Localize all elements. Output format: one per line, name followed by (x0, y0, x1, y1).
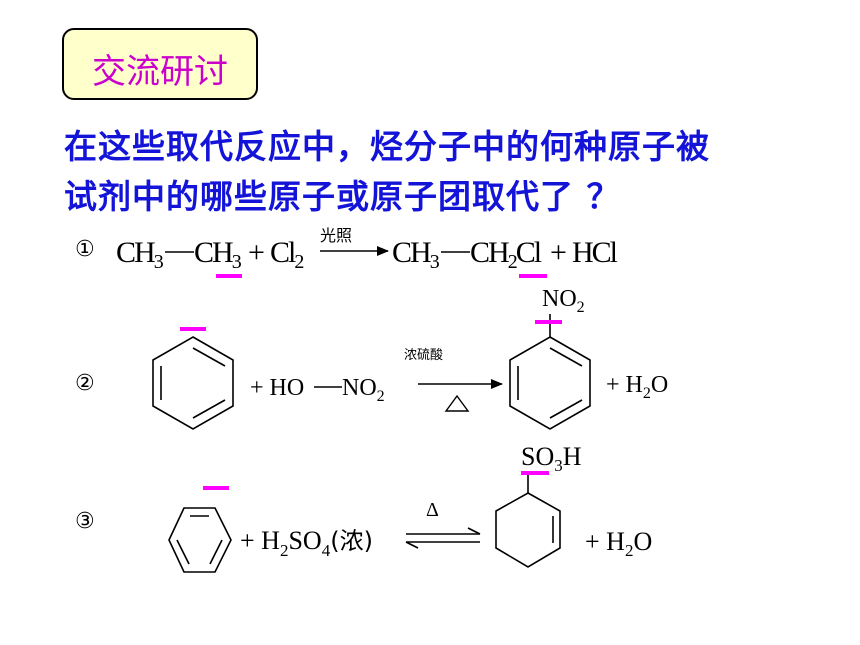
plus-sign: + (550, 236, 567, 269)
water-product: + H2O (585, 527, 652, 560)
ethane-ch3-left: CH3 (116, 236, 164, 273)
heat-triangle-icon (444, 394, 470, 412)
reaction-2: ② + HO NO2 浓硫酸 NO2 + H2O (75, 286, 668, 430)
reaction-3-number: ③ (75, 509, 95, 534)
benzene-ring (168, 507, 232, 573)
sulfonic-group: SO3H (521, 442, 582, 475)
topic-tag-label: 交流研讨 (92, 52, 228, 92)
water-product: + H2O (606, 372, 668, 402)
benzene-ring (152, 336, 234, 430)
question-line-1: 在这些取代反应中，烃分子中的何种原子被 (64, 127, 710, 166)
product-ch3: CH3 (392, 236, 440, 273)
chlorine-reagent: Cl2 (270, 236, 303, 273)
nitric-acid-ho: + HO (250, 375, 304, 401)
plus-sign: + (248, 236, 265, 269)
nitric-acid-no2: NO2 (342, 375, 385, 405)
reaction-1: ① CH3 CH3 + Cl2 光照 CH3 CH2Cl + HCl (75, 226, 620, 278)
benzenesulfonic-acid-ring (495, 473, 561, 568)
reaction-1-number: ① (75, 237, 95, 262)
condition-heat: Δ (426, 499, 439, 521)
topic-tag: 交流研讨 (62, 28, 258, 100)
reaction-2-number: ② (75, 371, 95, 396)
reversible-arrow (405, 527, 481, 549)
product-ch2cl: CH2Cl (470, 236, 542, 273)
sulfuric-acid-reagent: + H2SO4(浓) (240, 526, 373, 560)
ethane-ch3-right: CH3 (194, 236, 242, 273)
question-line-2: 试剂中的哪些原子或原子团取代了 ？ (64, 177, 621, 216)
nitro-group: NO2 (542, 286, 585, 316)
reaction-3: ③ + H2SO4(浓) Δ SO3H + H2O (75, 442, 652, 573)
condition-conc-sulfuric: 浓硫酸 (404, 348, 443, 363)
hcl-product: HCl (572, 236, 618, 269)
nitrobenzene-ring (509, 314, 591, 430)
condition-light: 光照 (320, 226, 352, 245)
